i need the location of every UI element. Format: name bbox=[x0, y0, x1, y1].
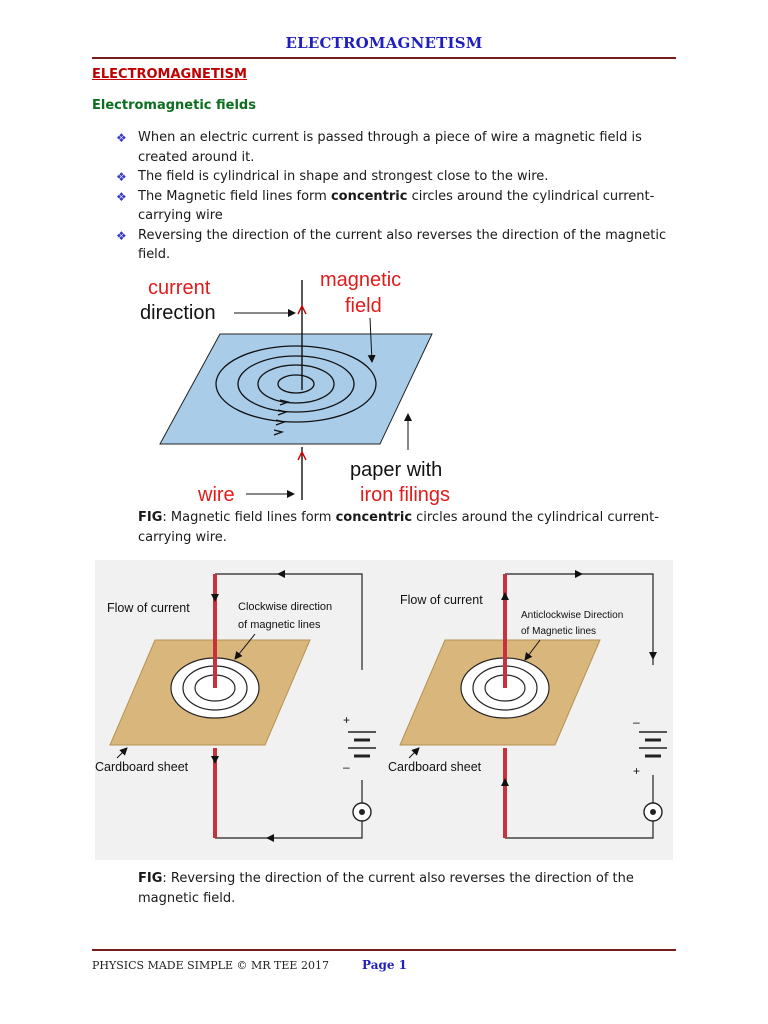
figure1-caption: FIG: Magnetic field lines form concentri… bbox=[138, 508, 678, 548]
current-arrow-icon bbox=[266, 834, 274, 842]
caption-label: FIG bbox=[138, 510, 163, 525]
bullet-list: ❖ When an electric current is passed thro… bbox=[116, 128, 676, 265]
label-wire: wire bbox=[197, 484, 235, 506]
minus-sign: – bbox=[633, 715, 640, 729]
label-iron-filings: iron filings bbox=[360, 484, 450, 506]
left-circuit: + – Flow of current Clockwise direction … bbox=[95, 570, 376, 842]
diamond-bullet-icon: ❖ bbox=[116, 228, 127, 243]
subheading: Electromagnetic fields bbox=[92, 98, 256, 113]
figure2-caption: FIG: Reversing the direction of the curr… bbox=[138, 869, 678, 909]
page-header-title: ELECTROMAGNETISM bbox=[285, 34, 483, 52]
field-line bbox=[257, 364, 335, 404]
current-arrow-icon bbox=[575, 570, 583, 578]
current-arrow-icon bbox=[297, 450, 307, 461]
field-arrow-icon bbox=[273, 429, 285, 436]
field-line bbox=[277, 374, 315, 394]
diamond-bullet-icon: ❖ bbox=[116, 131, 127, 145]
bullet-item: ❖ The field is cylindrical in shape and s… bbox=[116, 167, 676, 187]
sheet-label: Cardboard sheet bbox=[388, 760, 482, 774]
sheet-label: Cardboard sheet bbox=[95, 760, 189, 774]
bullet-text: The Magnetic field lines form bbox=[138, 188, 331, 204]
figure-wire-magnetic-field: current direction magnetic field paper w… bbox=[140, 269, 450, 506]
current-arrow-icon bbox=[297, 304, 307, 315]
bullet-bold-term: concentric bbox=[330, 188, 408, 204]
label-magnetic: magnetic bbox=[320, 269, 401, 291]
field-line bbox=[215, 345, 377, 423]
field-arrow-icon bbox=[277, 409, 289, 416]
caption-text: circles around the cylindrical current-c… bbox=[138, 510, 659, 545]
direction-label-line1: Anticlockwise Direction bbox=[521, 610, 623, 621]
current-arrow-icon bbox=[649, 652, 657, 660]
current-arrow-icon bbox=[211, 756, 219, 764]
footer-page-number: Page 1 bbox=[362, 958, 408, 972]
label-direction: direction bbox=[140, 302, 216, 324]
plus-sign: + bbox=[343, 713, 350, 727]
direction-label-line2: of Magnetic lines bbox=[521, 626, 596, 637]
bullet-text: Reversing the direction of the current a… bbox=[138, 227, 667, 263]
bullet-item: ❖ Reversing the direction of the current … bbox=[116, 226, 676, 265]
flow-label: Flow of current bbox=[400, 593, 483, 607]
header-rule bbox=[92, 57, 676, 59]
minus-sign: – bbox=[343, 760, 350, 774]
caption-label: FIG bbox=[138, 871, 163, 886]
diamond-bullet-icon: ❖ bbox=[116, 170, 127, 184]
label-field: field bbox=[345, 295, 382, 317]
footer-rule bbox=[92, 949, 676, 951]
bullet-text: When an electric current is passed throu… bbox=[138, 130, 642, 165]
field-line bbox=[237, 355, 355, 413]
bullet-text: The field is cylindrical in shape and st… bbox=[138, 169, 549, 184]
bullet-item: ❖ When an electric current is passed thro… bbox=[116, 128, 676, 167]
bullet-text: circles around the cylindrical current-c… bbox=[138, 188, 655, 224]
pointer-arrow bbox=[367, 317, 376, 363]
label-paper: paper with bbox=[350, 459, 442, 481]
current-arrow-icon bbox=[501, 592, 509, 600]
current-arrow-icon bbox=[211, 594, 219, 602]
field-arrow-icon bbox=[279, 399, 291, 406]
caption-text: : Reversing the direction of the current… bbox=[138, 871, 634, 906]
caption-text: : Magnetic field lines form bbox=[162, 510, 336, 525]
caption-bold-term: concentric bbox=[335, 510, 413, 525]
current-arrow-icon bbox=[501, 778, 509, 786]
label-current: current bbox=[148, 277, 211, 299]
footer-copyright: PHYSICS MADE SIMPLE © MR TEE 2017 bbox=[92, 959, 329, 972]
direction-label-line1: Clockwise direction bbox=[238, 601, 332, 613]
flow-label: Flow of current bbox=[107, 601, 190, 615]
current-arrow-icon bbox=[277, 570, 285, 578]
paper-sheet bbox=[159, 333, 433, 445]
right-circuit: – + Flow of current Anticlockwise Direct… bbox=[388, 570, 667, 839]
diamond-bullet-icon: ❖ bbox=[116, 189, 127, 204]
bullet-item: ❖ The Magnetic field lines form concentri… bbox=[116, 187, 676, 226]
plus-sign: + bbox=[633, 764, 640, 778]
field-arrow-icon bbox=[275, 419, 287, 426]
figure-circuit-diagrams: + – Flow of current Clockwise direction … bbox=[95, 560, 673, 860]
section-title: ELECTROMAGNETISM bbox=[92, 67, 247, 82]
direction-label-line2: of magnetic lines bbox=[238, 619, 321, 631]
